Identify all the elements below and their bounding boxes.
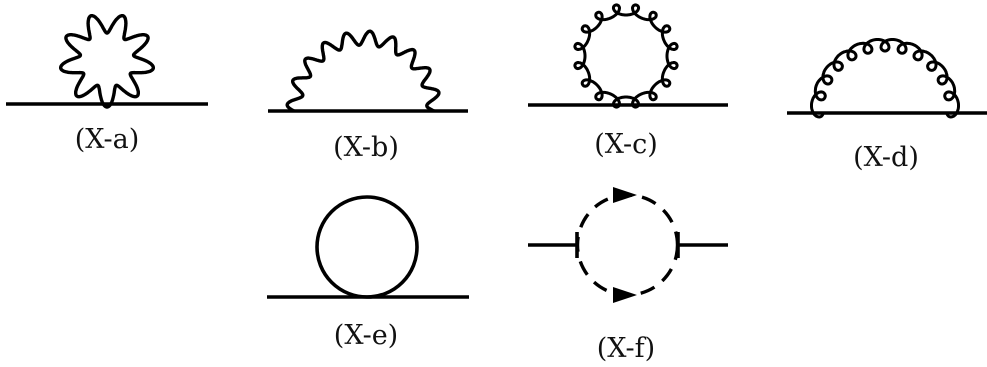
photon-arc-b xyxy=(285,29,441,113)
diagram-x-b: (X-b) xyxy=(268,29,468,163)
label-x-c: (X-c) xyxy=(594,129,658,160)
diagram-x-f: (X-f) xyxy=(528,187,728,364)
diagram-x-a: (X-a) xyxy=(6,14,208,155)
ghost-loop-f xyxy=(575,193,680,297)
gluon-arc-d xyxy=(810,38,960,119)
scalar-loop-e xyxy=(315,195,419,299)
gluon-loop-c xyxy=(573,3,679,109)
label-x-d: (X-d) xyxy=(853,142,919,173)
diagram-x-c: (X-c) xyxy=(528,3,728,160)
label-x-a: (X-a) xyxy=(75,124,140,155)
label-x-e: (X-e) xyxy=(334,320,398,351)
label-x-b: (X-b) xyxy=(333,132,399,163)
diagram-x-d: (X-d) xyxy=(787,38,987,173)
diagram-x-e: (X-e) xyxy=(267,195,469,351)
photon-loop-a xyxy=(59,14,155,109)
arrow-top-right-icon xyxy=(613,187,637,203)
arrow-bottom-right-icon xyxy=(613,287,637,303)
label-x-f: (X-f) xyxy=(597,333,655,364)
